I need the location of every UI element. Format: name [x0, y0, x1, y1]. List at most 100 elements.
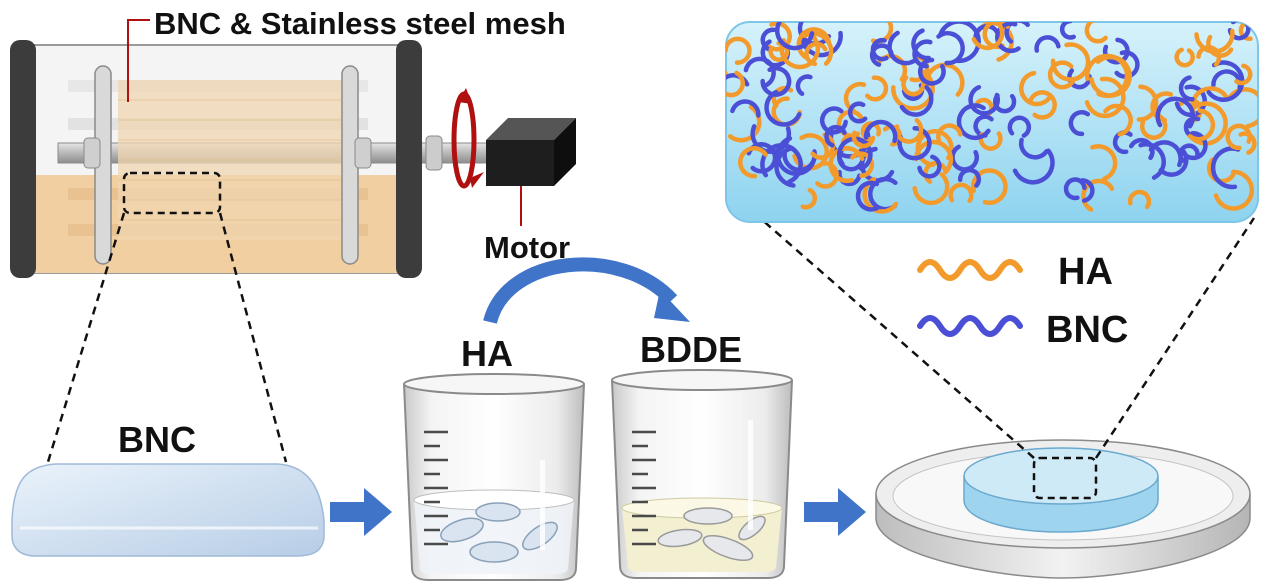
bnc-fiber — [1080, 178, 1095, 203]
ha-fiber — [1234, 63, 1253, 86]
bnc-fiber — [743, 56, 776, 89]
legend: HA BNC — [917, 251, 1128, 351]
bnc-fiber — [1063, 177, 1087, 201]
hydrogel-disc — [963, 447, 1159, 505]
bnc-fiber — [1138, 142, 1166, 180]
bnc-fiber — [917, 154, 942, 179]
bnc-fiber — [1178, 75, 1195, 102]
hydrogel-network — [725, 21, 1259, 223]
bnc-fiber — [1114, 50, 1140, 79]
ha-fiber — [901, 75, 926, 97]
bnc-fiber — [1018, 137, 1049, 160]
bnc-fiber — [1034, 35, 1061, 53]
ha-fiber — [1196, 45, 1222, 67]
bnc-fiber — [1174, 84, 1207, 118]
bnc-fiber — [1210, 146, 1241, 190]
ha-fiber — [1090, 144, 1118, 182]
ha-fiber — [1103, 103, 1133, 137]
ha-fiber — [1187, 108, 1216, 142]
bnc-fiber — [760, 27, 777, 52]
bnc-fiber — [912, 39, 933, 69]
bnc-fiber — [863, 119, 898, 144]
beaker-ha — [403, 373, 585, 581]
ha-fiber — [1050, 42, 1091, 82]
bnc-fiber — [1012, 148, 1055, 185]
ha-fiber — [800, 187, 818, 210]
ha-fiber — [978, 131, 1003, 151]
ha-fiber — [912, 172, 950, 206]
transfer-arrow-icon — [483, 257, 690, 325]
bnc-fiber — [836, 136, 873, 171]
beaker-bdde — [611, 369, 793, 579]
bnc-fiber — [936, 31, 965, 66]
ha-fiber — [971, 22, 1005, 51]
bnc-fiber — [938, 22, 981, 64]
bnc-fiber — [837, 169, 862, 187]
bnc-fiber — [1059, 22, 1076, 40]
beaker-bdde-label: BDDE — [640, 329, 742, 370]
ha-fiber — [828, 146, 865, 184]
ha-fiber — [948, 182, 974, 203]
rotation-arrow-icon — [451, 88, 484, 189]
ha-fiber — [894, 118, 924, 144]
bnc-fiber — [957, 167, 982, 188]
ha-fiber — [1238, 131, 1257, 155]
bnc-fiber — [760, 143, 803, 185]
ha-fiber — [726, 70, 745, 98]
ha-fiber — [1127, 189, 1152, 210]
bnc-fiber — [897, 126, 932, 161]
bnc-fiber — [1068, 110, 1091, 137]
ha-fiber — [779, 29, 821, 70]
ha-fiber — [1174, 47, 1195, 68]
ha-fiber — [1206, 34, 1234, 58]
ha-fiber — [1225, 123, 1252, 151]
bnc-fiber — [968, 84, 1000, 116]
bnc-sheet — [11, 463, 325, 557]
motor-icon — [486, 118, 576, 226]
process-arrow-icon — [330, 488, 392, 536]
process-arrow-icon — [804, 488, 866, 536]
bnc-sheet-label: BNC — [118, 419, 196, 460]
legend-ha-swatch — [917, 259, 1023, 281]
ha-fiber — [1084, 53, 1130, 99]
bnc-fiber — [1067, 68, 1092, 90]
ha-fiber — [1047, 60, 1076, 90]
ha-fiber — [1027, 90, 1057, 120]
ha-fiber — [1081, 178, 1115, 212]
bnc-fiber — [800, 30, 843, 58]
ha-fiber — [891, 68, 935, 111]
bnc-fiber — [730, 99, 761, 118]
bnc-fiber — [760, 65, 792, 97]
bnc-fiber — [795, 74, 813, 97]
zoom-region-box — [122, 171, 222, 215]
bnc-fiber — [995, 22, 1021, 54]
ha-fiber — [738, 146, 769, 179]
ha-fiber — [1084, 76, 1126, 119]
bnc-fiber — [869, 43, 894, 67]
ha-fiber — [726, 36, 752, 65]
motor-label: Motor — [484, 230, 570, 265]
bnc-fiber — [1007, 115, 1032, 138]
legend-bnc-label: BNC — [1046, 309, 1128, 351]
bnc-fiber — [992, 93, 1017, 114]
beaker-ha-label: HA — [461, 333, 513, 374]
bnc-fiber — [824, 124, 847, 148]
zoom-region-box — [1032, 456, 1098, 500]
ha-fiber — [810, 132, 836, 160]
ha-fiber — [1194, 28, 1235, 54]
bnc-fiber — [855, 180, 880, 212]
ha-fiber — [1019, 70, 1053, 107]
ha-fiber — [1186, 101, 1228, 146]
ha-fiber — [936, 123, 963, 143]
bnc-fiber — [1182, 131, 1208, 161]
ha-fiber — [836, 109, 864, 138]
legend-bnc-swatch — [917, 315, 1023, 337]
ha-fiber — [1213, 169, 1255, 211]
rotating-bioreactor — [10, 19, 491, 278]
mesh-label: BNC & Stainless steel mesh — [154, 6, 566, 41]
bnc-fiber — [847, 101, 868, 124]
bnc-fiber — [911, 28, 931, 61]
ha-fiber — [865, 75, 889, 102]
bnc-fiber — [899, 85, 934, 117]
